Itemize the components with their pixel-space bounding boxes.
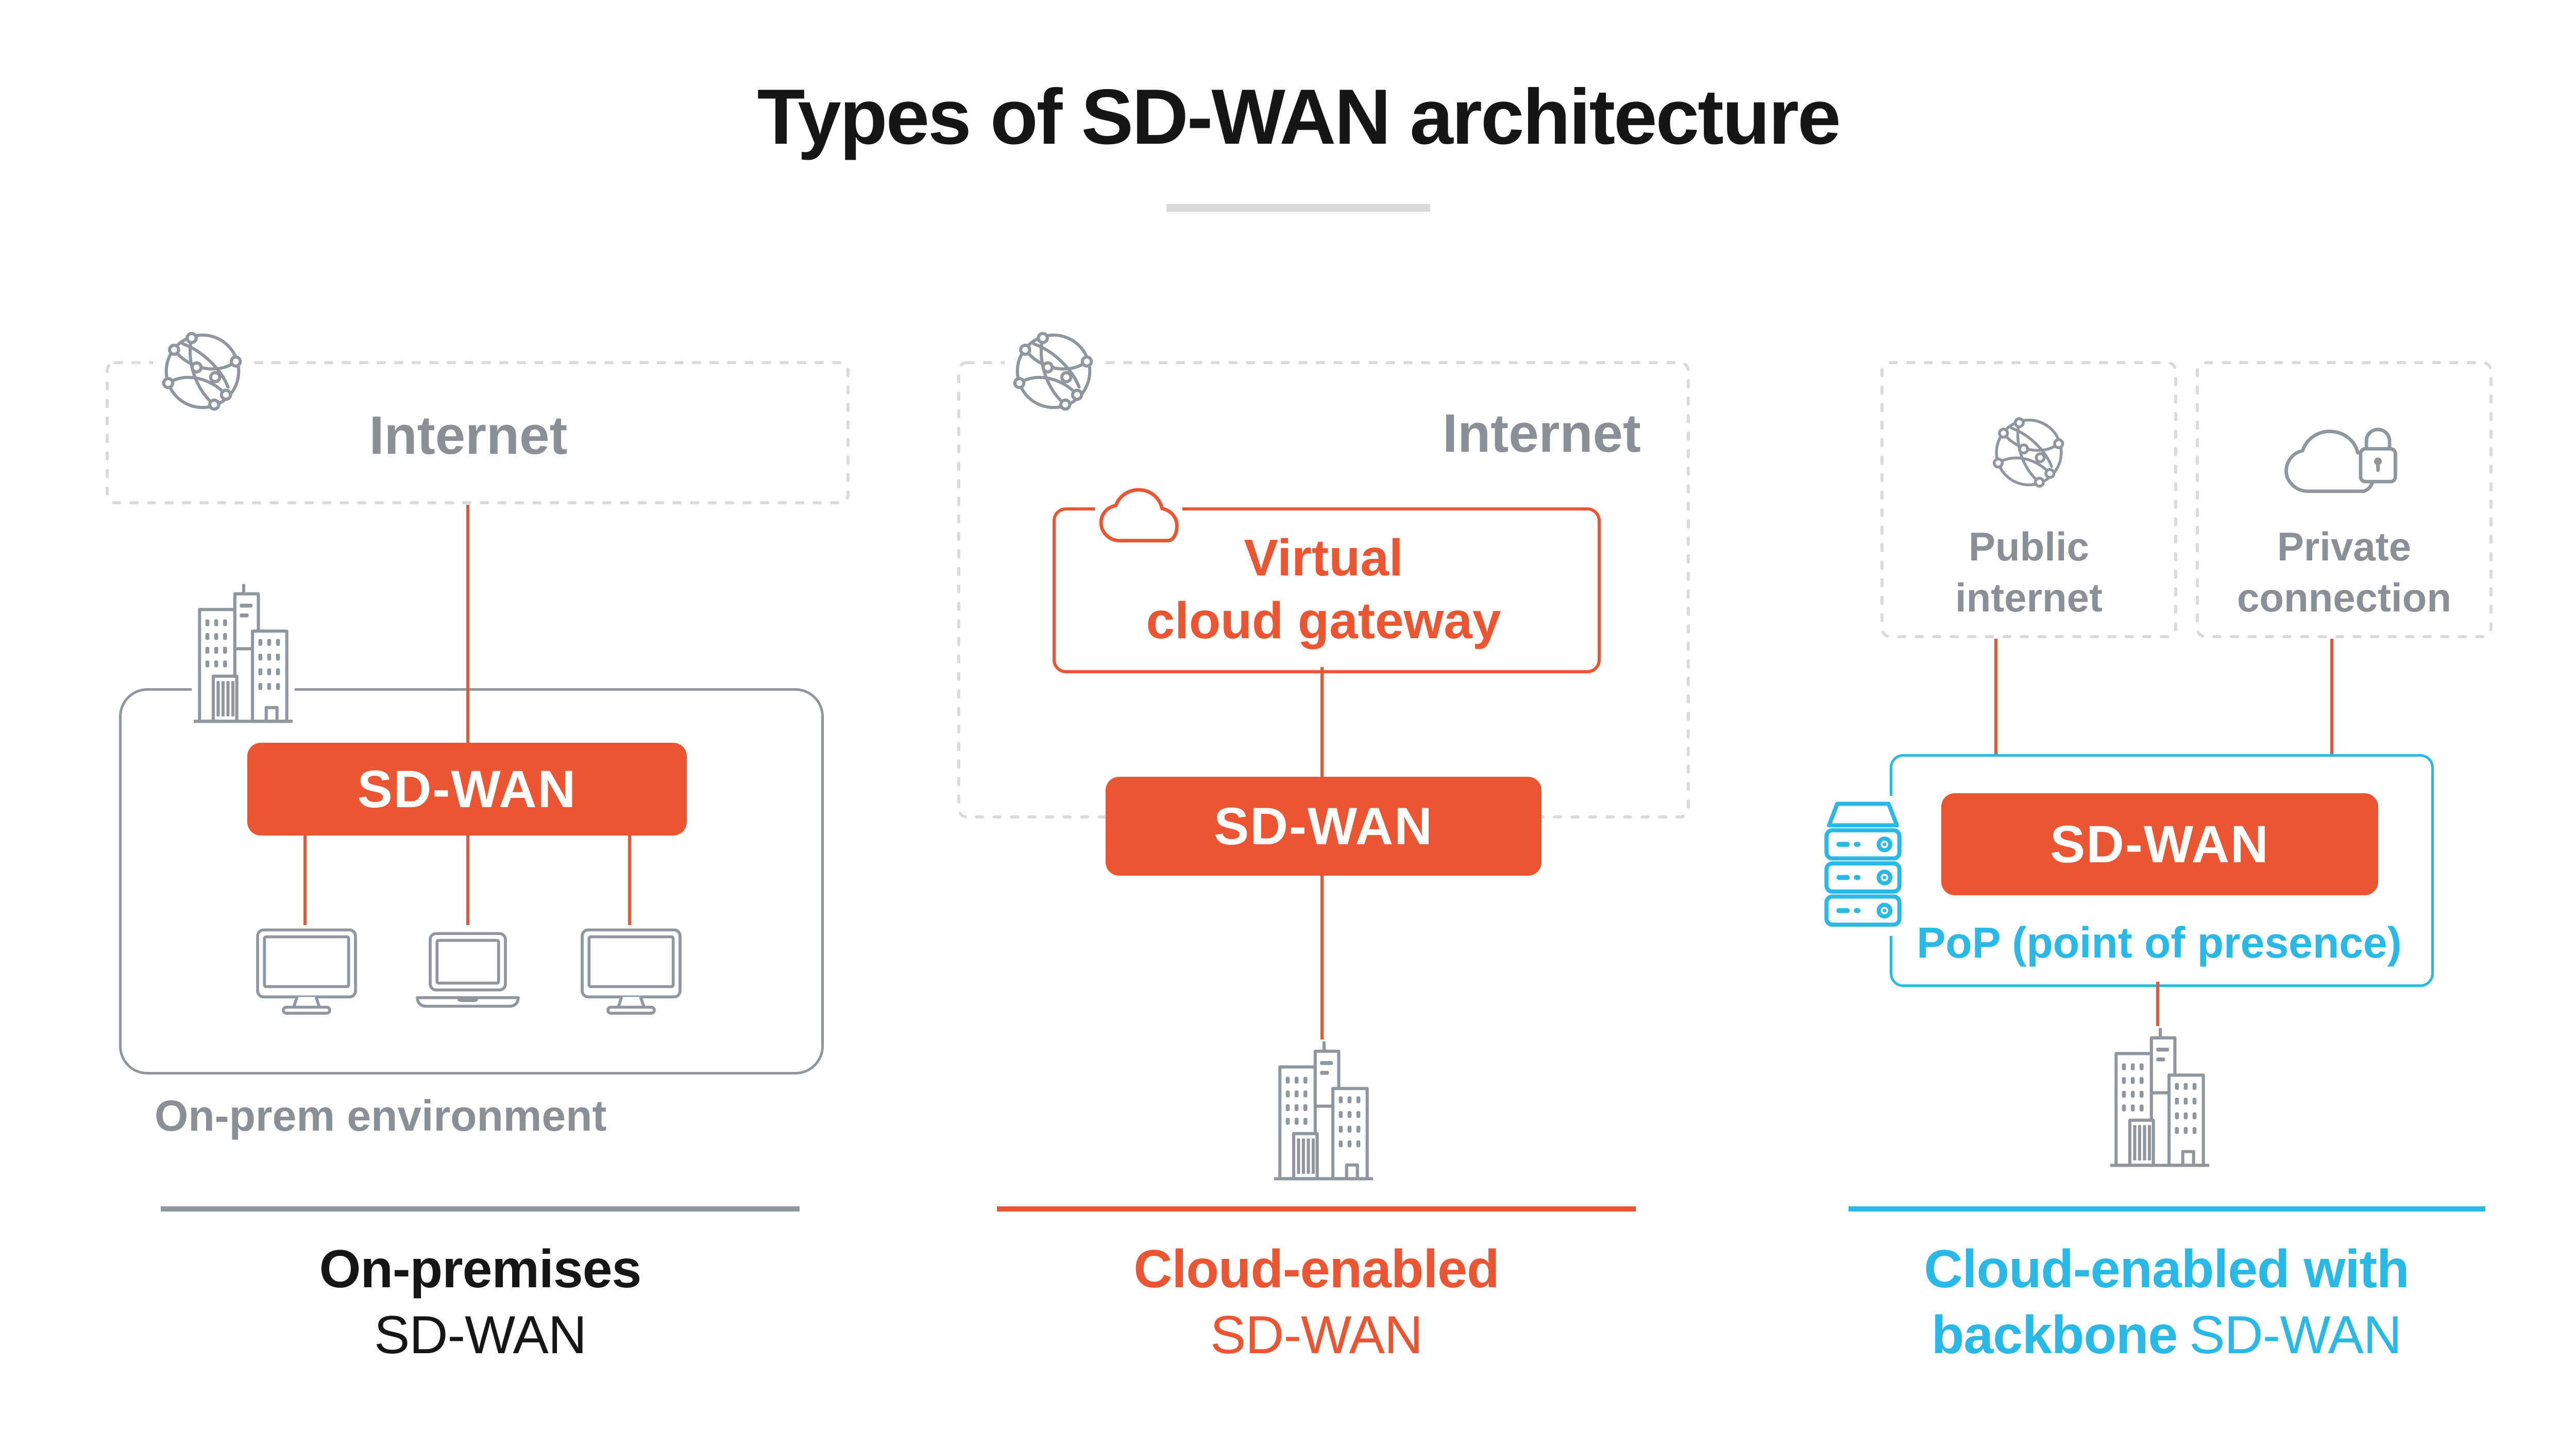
- connector-public-to-pop: [1994, 639, 1997, 754]
- private-connection-label: Private connection: [2195, 521, 2493, 623]
- title-underline: [1166, 204, 1430, 212]
- column-divider: [1849, 1206, 2485, 1212]
- connector-sdwan-to-desktop-left: [303, 836, 307, 925]
- pop-label: PoP (point of presence): [1917, 918, 2402, 967]
- building-icon: [192, 582, 295, 724]
- caption-line-2-regular: SD-WAN: [2189, 1305, 2402, 1365]
- caption-line-1: Cloud-enabled with: [1924, 1239, 2409, 1299]
- private-connection-box: [2196, 361, 2493, 638]
- internet-label: Internet: [1442, 403, 1641, 464]
- sdwan-node: SD-WAN: [1941, 793, 2378, 895]
- network-globe-icon: [154, 320, 251, 418]
- connector-sdwan-to-desktop-right: [628, 836, 631, 925]
- network-globe-icon: [1005, 320, 1103, 418]
- sdwan-node: SD-WAN: [1106, 777, 1541, 876]
- server-rack-icon: [1817, 796, 1909, 936]
- virtual-cloud-gateway-label: Virtual cloud gateway: [1053, 526, 1595, 652]
- sdwan-node: SD-WAN: [247, 743, 687, 836]
- caption-line-2-bold: backbone: [1931, 1305, 2178, 1365]
- private-label-line-1: Private: [2277, 524, 2412, 569]
- column-caption-cloud-enabled: Cloud-enabled SD-WAN: [956, 1236, 1677, 1368]
- caption-line-1: Cloud-enabled: [1133, 1239, 1499, 1299]
- public-label-line-1: Public: [1968, 524, 2090, 569]
- sdwan-node-label: SD-WAN: [357, 759, 577, 819]
- connector-gateway-to-sdwan: [1320, 667, 1324, 777]
- column-caption-on-premises: On-premises SD-WAN: [120, 1236, 841, 1368]
- connector-sdwan-to-laptop: [466, 836, 469, 925]
- caption-line-2: SD-WAN: [374, 1305, 587, 1365]
- caption-line-1: On-premises: [319, 1239, 642, 1299]
- gateway-label-line-2: cloud gateway: [1146, 592, 1501, 650]
- page-title: Types of SD-WAN architecture: [757, 73, 1841, 161]
- cloud-icon: [1095, 485, 1182, 546]
- building-icon: [1272, 1039, 1375, 1182]
- column-divider: [997, 1206, 1636, 1212]
- connector-private-to-pop: [2330, 639, 2333, 754]
- private-label-line-2: connection: [2236, 575, 2451, 620]
- network-globe-icon: [1985, 407, 2073, 495]
- connector-pop-to-building: [2156, 982, 2159, 1026]
- building-icon: [2108, 1026, 2211, 1168]
- public-label-line-2: internet: [1955, 575, 2103, 620]
- internet-zone-box: [957, 361, 1690, 819]
- public-internet-box: [1880, 361, 2177, 638]
- desktop-monitor-icon: [580, 926, 683, 1018]
- sdwan-node-label: SD-WAN: [1214, 796, 1433, 856]
- column-divider: [161, 1206, 800, 1212]
- laptop-icon: [412, 929, 523, 1015]
- caption-line-2: SD-WAN: [1210, 1305, 1423, 1365]
- desktop-monitor-icon: [255, 926, 358, 1018]
- sdwan-node-label: SD-WAN: [2050, 814, 2269, 874]
- connector-internet-to-sdwan: [466, 505, 469, 743]
- gateway-label-line-1: Virtual: [1244, 529, 1403, 587]
- internet-label: Internet: [369, 405, 568, 466]
- environment-label: On-prem environment: [155, 1092, 607, 1140]
- connector-sdwan-to-building: [1320, 876, 1324, 1039]
- cloud-lock-icon: [2281, 412, 2407, 497]
- public-internet-label: Public internet: [1880, 521, 2178, 623]
